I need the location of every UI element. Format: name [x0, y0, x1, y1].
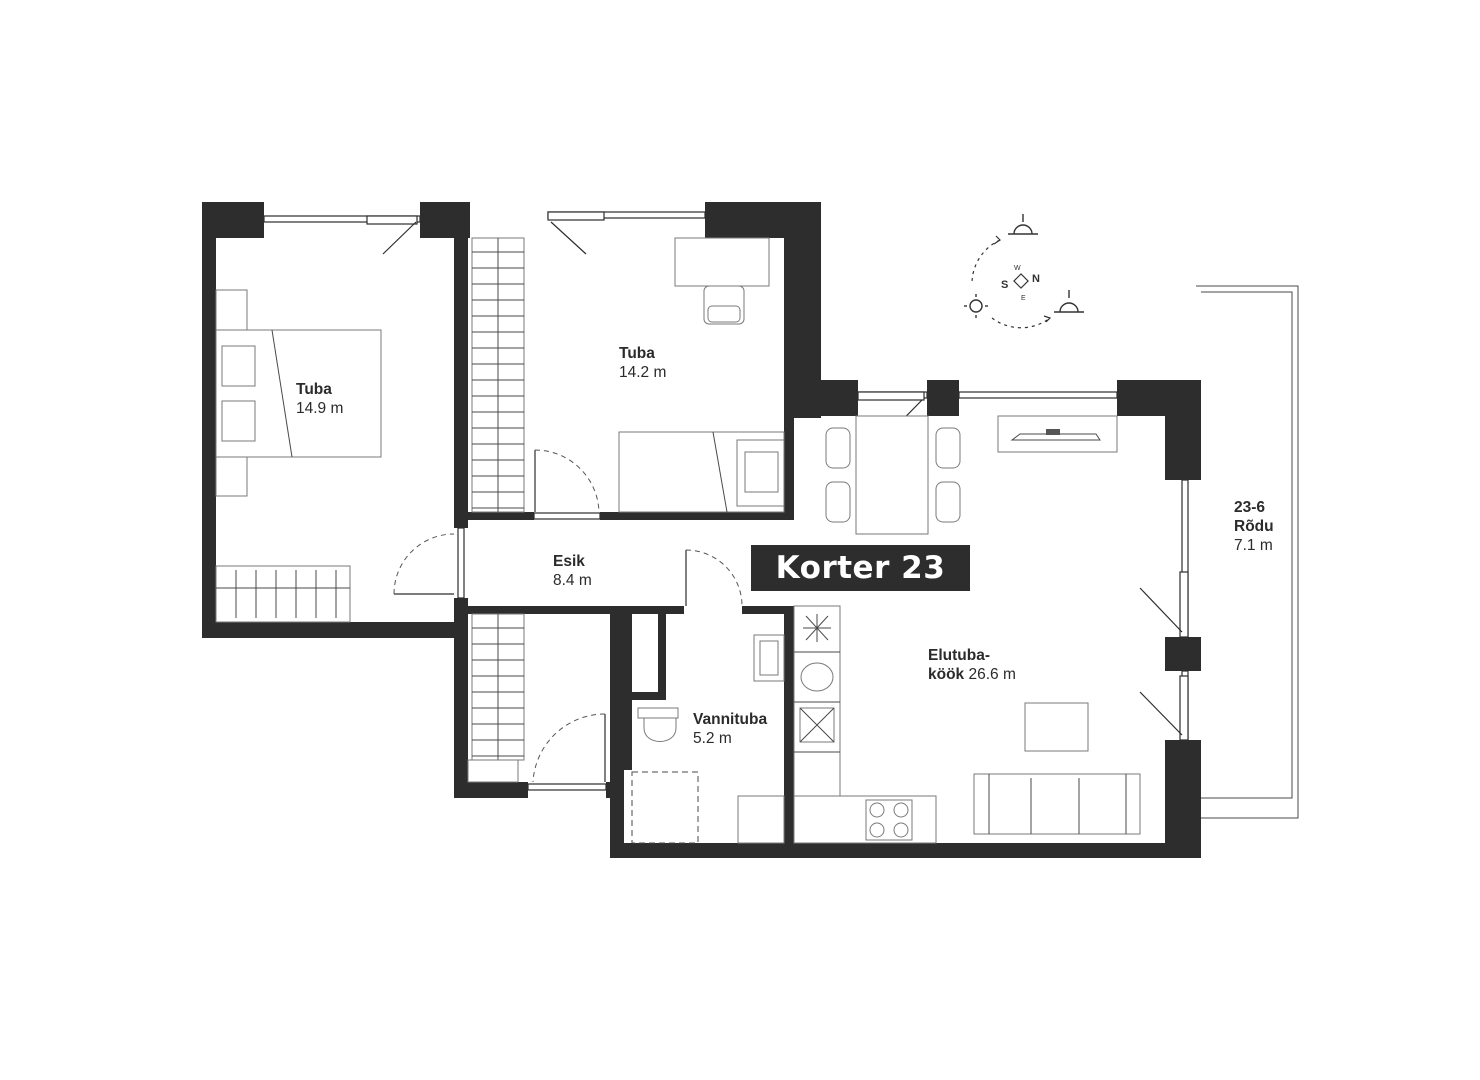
room-name: Vannituba: [693, 711, 768, 728]
room-label-bedroom-1: Tuba 14.9 m: [296, 380, 343, 418]
furniture: [215, 237, 1141, 844]
balcony-code: 23-6: [1234, 499, 1266, 516]
compass-north: N: [1032, 273, 1040, 285]
room-name: Esik: [553, 553, 585, 570]
room-area: 8.4 m: [553, 572, 592, 589]
balcony-outline: [1196, 285, 1299, 819]
compass-south: S: [1001, 279, 1008, 291]
room-area: 26.6 m: [968, 666, 1016, 683]
room-area: 7.1 m: [1234, 537, 1273, 554]
sunrise-icon: [1008, 214, 1038, 235]
compass: S N W E: [964, 214, 1084, 329]
room-label-living-kitchen: Elutuba- köök 26.6 m: [928, 646, 1016, 684]
sunset-icon: [1054, 290, 1084, 313]
room-area: 5.2 m: [693, 730, 732, 747]
room-label-balcony: 23-6 Rõdu 7.1 m: [1234, 498, 1274, 555]
windows: [263, 211, 1189, 791]
room-name: Tuba: [619, 345, 655, 362]
room-name-line2: köök: [928, 666, 965, 683]
walls: [202, 202, 1201, 858]
room-name: Tuba: [296, 381, 332, 398]
apartment-badge: Korter 23: [751, 545, 970, 591]
compass-west: W: [1014, 265, 1021, 272]
room-name-line1: Elutuba-: [928, 647, 990, 664]
room-area: 14.2 m: [619, 364, 667, 381]
room-name: Rõdu: [1234, 518, 1274, 535]
room-label-bedroom-2: Tuba 14.2 m: [619, 344, 666, 382]
room-label-hall: Esik 8.4 m: [553, 552, 592, 590]
sun-icon: [964, 294, 988, 318]
doors: [382, 221, 1183, 783]
room-label-bathroom: Vannituba 5.2 m: [693, 710, 767, 748]
compass-east: E: [1021, 295, 1026, 302]
room-area: 14.9 m: [296, 400, 344, 417]
